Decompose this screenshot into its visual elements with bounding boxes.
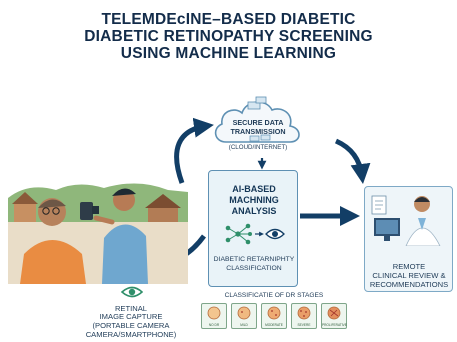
arrow-remote-feedback <box>334 138 371 184</box>
stages-row: NO DR MILD MODERATE SEVERE PROLIFERATIVE <box>193 303 355 329</box>
stage-label: SEVERE <box>297 323 311 327</box>
diagram-title-line-2: DIABETIC RETINOPATHY SCREENING <box>84 28 373 45</box>
capture-label-line-1: RETINAL <box>114 304 148 313</box>
stage-label: PROLIFERATIVE <box>322 323 347 327</box>
stages-title: CLASSIFICATIE OF DR STAGES <box>224 292 324 299</box>
diagram-title-line-1: TELEMDEсINE–BASED DIABETIC <box>101 11 356 28</box>
stage-chip: SEVERE <box>291 303 317 329</box>
retina-icon <box>267 306 281 320</box>
stage-chip: MILD <box>231 303 257 329</box>
ai-title-line-3: ANALYSIS <box>231 206 277 216</box>
capture-label-line-2: IMAGE CAPTURE <box>99 312 163 321</box>
remote-label-line-3: RECOMMENDATIONS <box>369 280 449 289</box>
stage-chip: MODERATE <box>261 303 287 329</box>
retinal-capture-scene <box>8 183 188 284</box>
retina-icon <box>297 306 311 320</box>
ai-title-line-2: MACHNING <box>229 195 279 205</box>
ai-title-line-1: AI-BASED <box>232 184 276 194</box>
retina-icon <box>207 306 221 320</box>
ai-subtitle-line-1: DIABETIC RETARNIPHTY <box>213 256 295 263</box>
doctor-computer-icon <box>371 195 441 246</box>
neural-network-eye-icon <box>225 223 285 245</box>
retina-icon <box>237 306 251 320</box>
capture-label-line-4: CAMERA/SMARTPHONE) <box>85 330 177 339</box>
stage-chip: NO DR <box>201 303 227 329</box>
remote-label-line-1: REMOTE <box>392 262 426 271</box>
remote-label-line-2: CLINICAL REVIEW & <box>372 271 446 280</box>
ai-subtitle-line-2: CLASSIFICATION <box>226 265 282 272</box>
diagram-title-line-3: USING MACHINE LEARNING <box>120 45 337 62</box>
cloud-label-line-1: SECURE DATA <box>232 118 284 127</box>
stage-label: MILD <box>240 323 248 327</box>
stage-label: MODERATE <box>265 323 283 327</box>
cloud-icon <box>214 96 300 143</box>
retina-icon <box>327 306 341 320</box>
arrow-capture-to-cloud <box>174 117 214 184</box>
stage-chip: PROLIFERATIVE <box>321 303 347 329</box>
stage-label: NO DR <box>208 323 220 327</box>
eye-icon <box>121 286 143 298</box>
cloud-label-line-2: TRANSMISSION <box>230 127 286 136</box>
ai-analysis-box <box>208 170 298 287</box>
cloud-label-line-3: (CLOUD/INTERNET) <box>228 144 288 151</box>
capture-label-line-3: (PORTABLE CAMERA <box>92 321 170 330</box>
